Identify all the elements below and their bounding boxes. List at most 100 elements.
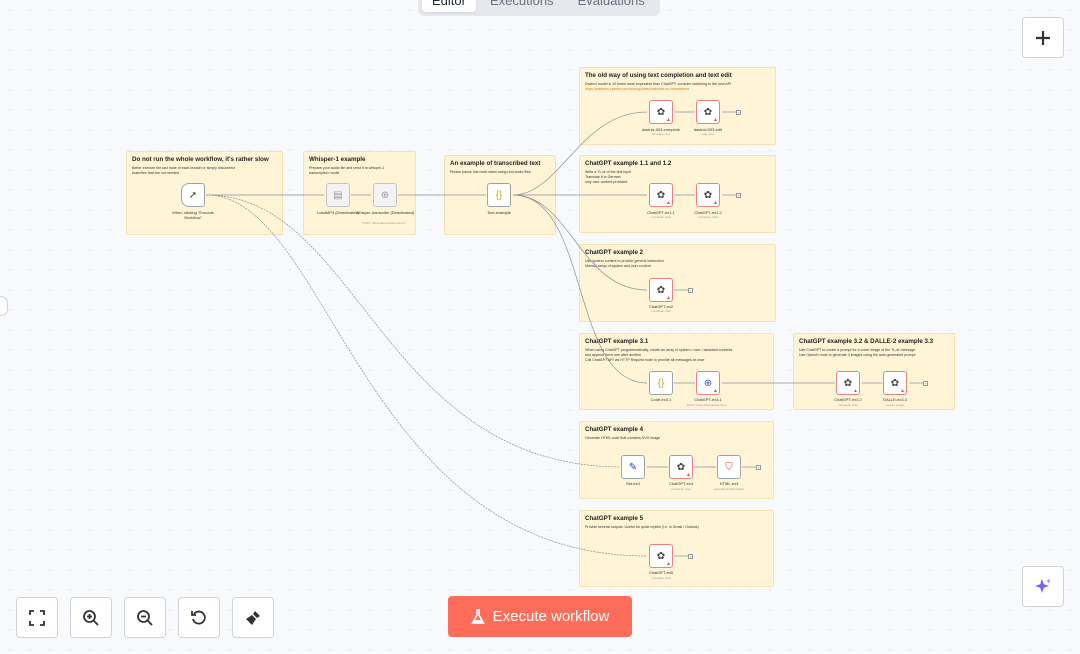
cursor-icon: ➚ xyxy=(188,189,198,201)
ai-assistant-button[interactable] xyxy=(1022,566,1064,607)
view-tabs: Editor Executions Evaluations xyxy=(418,0,660,16)
chatgpt-ex4-node[interactable]: ✿▲ xyxy=(669,455,693,479)
text-example-node[interactable]: {} xyxy=(487,183,511,207)
openai-icon: ✿ xyxy=(656,189,666,201)
warning-icon: ▲ xyxy=(713,388,718,394)
sticky-note-ex3-1[interactable]: ChatGPT example 3.1 When using ChatGPT p… xyxy=(579,333,774,410)
tab-evaluations[interactable]: Evaluations xyxy=(577,0,645,8)
warning-icon: ▲ xyxy=(713,200,718,206)
zoom-in-icon xyxy=(83,609,99,626)
execute-workflow-button[interactable]: Execute workflow xyxy=(448,596,632,637)
sticky-text: Translate it to German xyxy=(585,175,621,179)
node-label: When clicking "Execute Workflow" xyxy=(172,210,214,220)
code-braces-icon: {} xyxy=(657,377,665,389)
warning-icon: ▲ xyxy=(713,117,718,123)
warning-icon: ▲ xyxy=(666,561,671,567)
openai-icon: ✿ xyxy=(890,377,900,389)
dalle-ex3-3-node[interactable]: ✿▲ xyxy=(883,371,907,395)
set-ex4-node[interactable]: ✎ xyxy=(621,455,645,479)
openai-icon: ✿ xyxy=(656,550,666,562)
warning-icon: ▲ xyxy=(853,388,858,394)
node-subtitle: complete: chat xyxy=(651,576,671,580)
whisper-node[interactable]: ⊕ xyxy=(373,183,397,207)
sticky-text: Provide several outputs. Useful for quic… xyxy=(585,525,699,529)
tab-executions[interactable]: Executions xyxy=(489,0,554,8)
zoom-out-button[interactable] xyxy=(124,597,166,638)
chatgpt-ex1-2-node[interactable]: ✿▲ xyxy=(696,183,720,207)
html-ex4-node[interactable]: ⛉ xyxy=(717,455,741,479)
sticky-title: Whisper-1 example xyxy=(309,156,366,163)
zoom-out-icon xyxy=(137,609,153,626)
code-ex3-1-node[interactable]: {} xyxy=(649,371,673,395)
flask-icon xyxy=(470,608,485,624)
sticky-note-ex1[interactable]: ChatGPT example 1.1 and 1.2 Write a TL;d… xyxy=(579,155,776,233)
openai-icon: ✿ xyxy=(676,461,686,473)
chatgpt-ex1-1-node[interactable]: ✿▲ xyxy=(649,183,673,207)
html5-icon: ⛉ xyxy=(725,461,733,473)
sticky-text: When using ChatGPT programmatically, cre… xyxy=(585,348,733,352)
node-label: ChatGPT-ex2 xyxy=(648,304,674,309)
add-node-handle[interactable]: + xyxy=(923,380,928,386)
warning-icon: ▲ xyxy=(900,388,905,394)
node-subtitle: complete: chat xyxy=(651,215,671,219)
fit-view-button[interactable] xyxy=(16,597,58,638)
chatgpt-ex3-1-node[interactable]: ⊕▲ xyxy=(696,371,720,395)
trigger-node[interactable]: ➚ xyxy=(181,183,205,207)
sticky-note-whisper[interactable]: Whisper-1 example Prepare your audio fil… xyxy=(303,151,416,235)
node-label: davinci-003-complete xyxy=(641,127,681,132)
openai-icon: ✿ xyxy=(656,284,666,296)
sticky-note-ex5[interactable]: ChatGPT example 5 Provide several output… xyxy=(579,510,774,587)
sticky-note-ex2[interactable]: ChatGPT example 2 Use system content to … xyxy=(579,244,776,322)
warning-icon: ▲ xyxy=(666,295,671,301)
node-label: ChatGPT-ex5 xyxy=(648,570,674,575)
globe-icon: ⊕ xyxy=(380,189,390,201)
node-label: Set-ex4 xyxy=(626,481,640,486)
add-node-handle[interactable]: + xyxy=(688,287,693,293)
add-node-handle[interactable]: + xyxy=(756,464,761,470)
openai-icon: ✿ xyxy=(656,106,666,118)
reset-zoom-button[interactable] xyxy=(178,597,220,638)
sticky-text: and append them one after another xyxy=(585,353,642,357)
sticky-title: ChatGPT example 1.1 and 1.2 xyxy=(585,160,672,167)
sticky-note-old-way[interactable]: The old way of using text completion and… xyxy=(579,67,776,145)
node-subtitle: complete: chat xyxy=(698,215,718,219)
globe-icon: ⊕ xyxy=(703,377,713,389)
sticky-note-ex3-2[interactable]: ChatGPT example 3.2 & DALLE-2 example 3.… xyxy=(793,333,955,410)
sticky-title: ChatGPT example 5 xyxy=(585,515,644,522)
add-node-handle[interactable]: + xyxy=(736,192,741,198)
node-label: ChatGPT-ex3.2 xyxy=(834,397,862,402)
zoom-in-button[interactable] xyxy=(70,597,112,638)
tab-editor[interactable]: Editor xyxy=(422,0,476,12)
sticky-link[interactable]: https://platform.openai.com/docs/guides/… xyxy=(585,87,690,91)
sticky-title: ChatGPT example 3.1 xyxy=(585,338,649,345)
reset-zoom-icon xyxy=(191,610,206,624)
plus-icon xyxy=(1036,30,1050,45)
node-subtitle: edit: text xyxy=(702,132,714,136)
node-subtitle: POST: https://api.openai.com/v1... xyxy=(362,221,408,225)
davinci-complete-node[interactable]: ✿▲ xyxy=(649,100,673,124)
tidy-up-icon xyxy=(246,610,260,625)
tidy-up-button[interactable] xyxy=(232,597,274,638)
chatgpt-ex3-2-node[interactable]: ✿▲ xyxy=(836,371,860,395)
node-subtitle: complete: chat xyxy=(651,309,671,313)
node-label: Code-ex3.1 xyxy=(650,397,672,402)
davinci-edit-node[interactable]: ✿▲ xyxy=(696,100,720,124)
warning-icon: ▲ xyxy=(686,472,691,478)
code-braces-icon: {} xyxy=(495,189,503,201)
ai-sparkles-icon xyxy=(1035,578,1051,593)
node-label: davinci-003-edit xyxy=(693,127,723,132)
add-node-handle[interactable]: + xyxy=(688,553,693,559)
add-node-button[interactable] xyxy=(1022,17,1064,58)
pencil-icon: ✎ xyxy=(628,461,638,473)
add-node-handle[interactable]: + xyxy=(736,109,741,115)
sticky-text: Please pause this node when using real a… xyxy=(450,170,531,174)
sticky-text: Prepare your audio file and send it to w… xyxy=(309,166,385,170)
node-subtitle: complete: chat xyxy=(671,487,691,491)
sticky-text: Write a TL;dr of the text input xyxy=(585,170,632,174)
node-label: ChatGPT-ex1.2 xyxy=(694,210,722,215)
chatgpt-ex5-node[interactable]: ✿▲ xyxy=(649,544,673,568)
openai-icon: ✿ xyxy=(703,106,713,118)
chatgpt-ex2-node[interactable]: ✿▲ xyxy=(649,278,673,302)
loadmp3-node[interactable]: ▤ xyxy=(326,183,350,207)
